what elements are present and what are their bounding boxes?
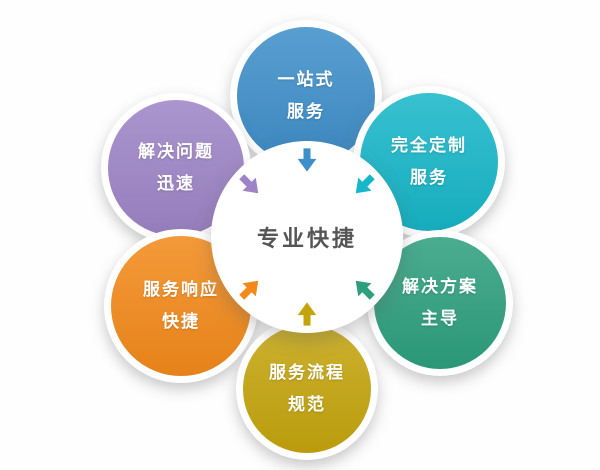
node-label-line: 服务响应 — [143, 279, 219, 300]
node-label-line: 主导 — [421, 309, 459, 329]
node-label-line: 一站式 — [277, 69, 335, 90]
node-label-line: 解决方案 — [402, 276, 478, 297]
node-label-line: 服务 — [287, 102, 325, 122]
arrow-up-right-icon — [230, 269, 270, 309]
center-label: 专业快捷 — [256, 227, 357, 252]
node-fully-customized-service: 完全定制 服务 — [353, 86, 505, 238]
arrow-up-left-icon — [344, 269, 384, 309]
node-label-line: 解决问题 — [138, 141, 214, 162]
arrow-up-icon — [293, 300, 321, 328]
node-label-line: 迅速 — [157, 174, 195, 194]
arrow-down-right-icon — [230, 165, 270, 205]
node-one-stop-service: 一站式 服务 — [230, 20, 382, 172]
node-label-line: 完全定制 — [391, 135, 467, 156]
arrow-down-left-icon — [344, 165, 384, 205]
node-label-line: 规范 — [288, 395, 326, 415]
center-node: 专业快捷 — [211, 141, 403, 333]
arrow-down-icon — [293, 146, 321, 174]
node-label-line: 快捷 — [162, 312, 200, 332]
node-standard-service-process: 服务流程 规范 — [236, 318, 378, 460]
node-label-line: 服务流程 — [269, 362, 345, 383]
node-label-line: 服务 — [410, 168, 448, 188]
